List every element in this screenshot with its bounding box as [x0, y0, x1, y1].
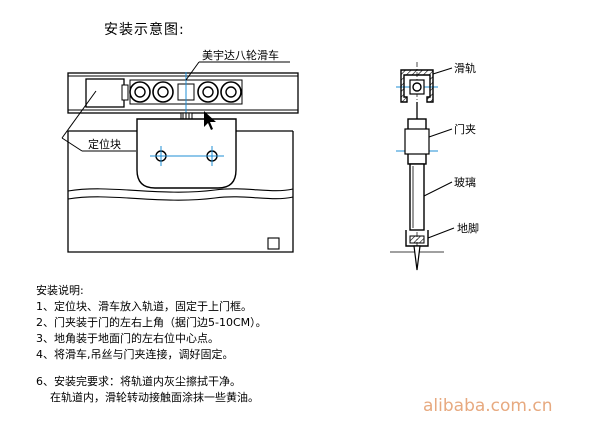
requirement-line: 6、安装完要求：将轨道内灰尘擦拭干净。: [36, 375, 241, 388]
door-clamp-front: [136, 118, 237, 189]
roller-wheel-2: [152, 81, 174, 103]
roller-wheel-3: [197, 81, 219, 103]
cursor-arrow-icon: [204, 111, 216, 130]
door-clamp-side: [404, 118, 430, 165]
instruction-step: 1、定位块、滑车放入轨道，固定于上门框。: [36, 300, 252, 313]
door-panel: [67, 130, 294, 253]
callout-floor-pivot-label: 地脚: [457, 221, 479, 235]
roller-wheel-4: [220, 81, 242, 103]
installation-instructions: 安装说明: 1、定位块、滑车放入轨道，固定于上门框。 2、门夹装于门的左右上角（…: [36, 283, 267, 406]
roller-carriage: [129, 72, 243, 140]
roller-wheel-1: [129, 81, 151, 103]
instruction-step: 2、门夹装于门的左右上角（据门边5-10CM）。: [36, 316, 267, 329]
rail-side-section: [400, 69, 434, 119]
callout-glass-label: 玻璃: [454, 175, 476, 189]
leader-lines-right: [423, 67, 455, 239]
callout-clamp-label: 门夹: [454, 122, 476, 136]
floor-pivot-side: [390, 230, 444, 271]
instruction-step: 4、将滑车,吊丝与门夹连接，调好固定。: [36, 348, 234, 361]
instructions-heading: 安装说明:: [36, 284, 84, 297]
callout-roller-label: 美宇达八轮滑车: [202, 48, 279, 62]
callout-stopper-label: 定位块: [88, 137, 121, 151]
stopper-block: [85, 78, 129, 108]
instruction-step: 3、地角装于地面门的左右位中心点。: [36, 332, 219, 345]
watermark: alibaba.com.cn: [423, 396, 553, 416]
diagram-title: 安装示意图:: [104, 22, 185, 38]
callout-rail-label: 滑轨: [454, 61, 476, 75]
requirement-line: 在轨道内，滑轮转动接触面涂抹一些黄油。: [36, 391, 259, 404]
glass-side: [409, 163, 425, 231]
leader-lines-left: [61, 61, 290, 152]
